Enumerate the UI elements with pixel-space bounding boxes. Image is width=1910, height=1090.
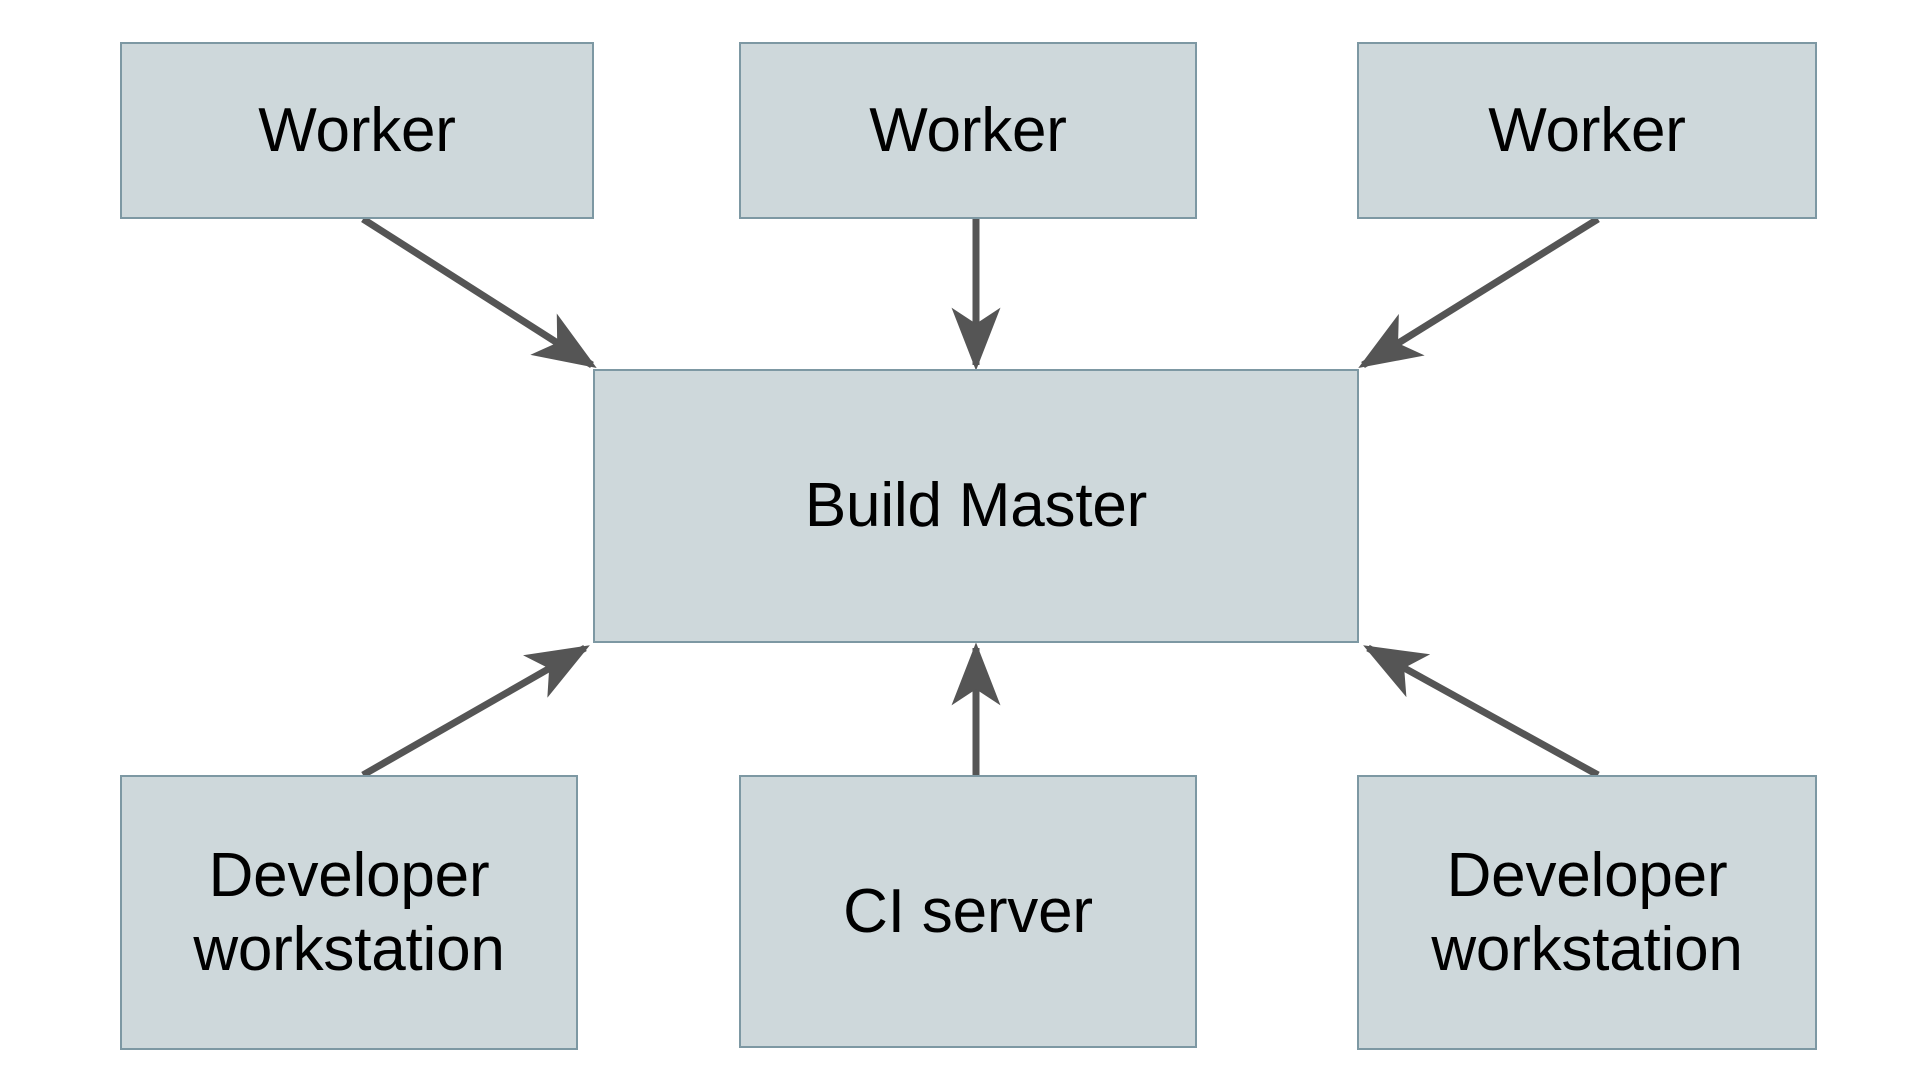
node-developer-workstation-right-label: Developer workstation	[1431, 841, 1743, 984]
node-developer-workstation-right[interactable]: Developer workstation	[1357, 775, 1817, 1050]
node-developer-workstation-left[interactable]: Developer workstation	[120, 775, 578, 1050]
node-build-master[interactable]: Build Master	[593, 369, 1359, 643]
node-worker-3[interactable]: Worker	[1357, 42, 1817, 219]
node-ci-server[interactable]: CI server	[739, 775, 1197, 1048]
edge-dev-1-to-build-master	[361, 644, 590, 779]
edge-worker-1-to-build-master	[361, 216, 597, 369]
node-worker-1-label: Worker	[258, 95, 456, 165]
node-build-master-label: Build Master	[804, 471, 1148, 541]
node-worker-1[interactable]: Worker	[120, 42, 594, 219]
node-worker-2[interactable]: Worker	[739, 42, 1197, 219]
node-worker-2-label: Worker	[869, 95, 1067, 165]
node-ci-server-label: CI server	[843, 876, 1093, 946]
edge-dev-2-to-build-master	[1363, 644, 1600, 779]
node-worker-3-label: Worker	[1488, 95, 1686, 165]
edge-worker-3-to-build-master	[1358, 216, 1600, 368]
node-developer-workstation-left-label: Developer workstation	[193, 841, 505, 984]
